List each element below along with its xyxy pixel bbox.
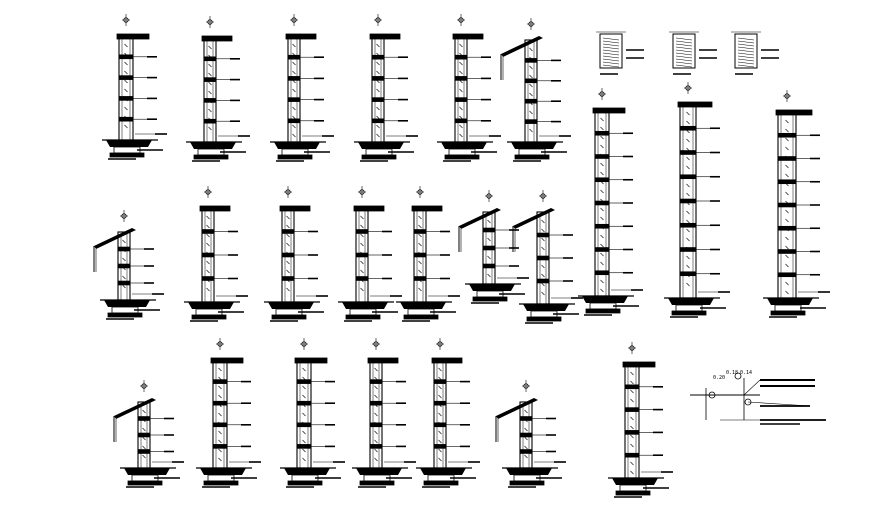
wall-section	[578, 88, 643, 316]
wall-section	[763, 90, 830, 318]
wall-section	[184, 186, 248, 322]
detail-dim-label: 0.20	[713, 375, 725, 381]
wall-section	[664, 82, 730, 318]
wall-section	[495, 380, 566, 488]
wall-section	[270, 14, 334, 162]
wall-section	[196, 338, 261, 488]
wall-section	[93, 210, 164, 320]
wall-section	[113, 380, 184, 488]
detail-dim-label: 0.14	[740, 370, 752, 376]
column-plan	[731, 31, 779, 75]
column-plan	[596, 31, 644, 75]
wall-section	[608, 342, 673, 498]
detail-dim-label: 0.18	[726, 370, 738, 376]
wall-section	[396, 186, 460, 322]
connection-detail: 0.20 0.18 0.14	[690, 370, 826, 425]
wall-section	[354, 14, 418, 162]
wall-section	[186, 16, 250, 162]
detail-node	[734, 372, 742, 380]
wall-section	[416, 338, 480, 488]
wall-section	[280, 338, 345, 488]
wall-section	[437, 14, 501, 162]
wall-section	[264, 186, 328, 322]
column-plan-group	[596, 31, 779, 75]
column-plan	[669, 31, 717, 75]
wall-section	[500, 18, 571, 162]
wall-section-group	[93, 14, 830, 498]
wall-section	[512, 190, 583, 324]
wall-section	[102, 14, 167, 160]
wall-section	[338, 186, 402, 322]
wall-section	[458, 190, 529, 304]
wall-section	[352, 338, 416, 488]
